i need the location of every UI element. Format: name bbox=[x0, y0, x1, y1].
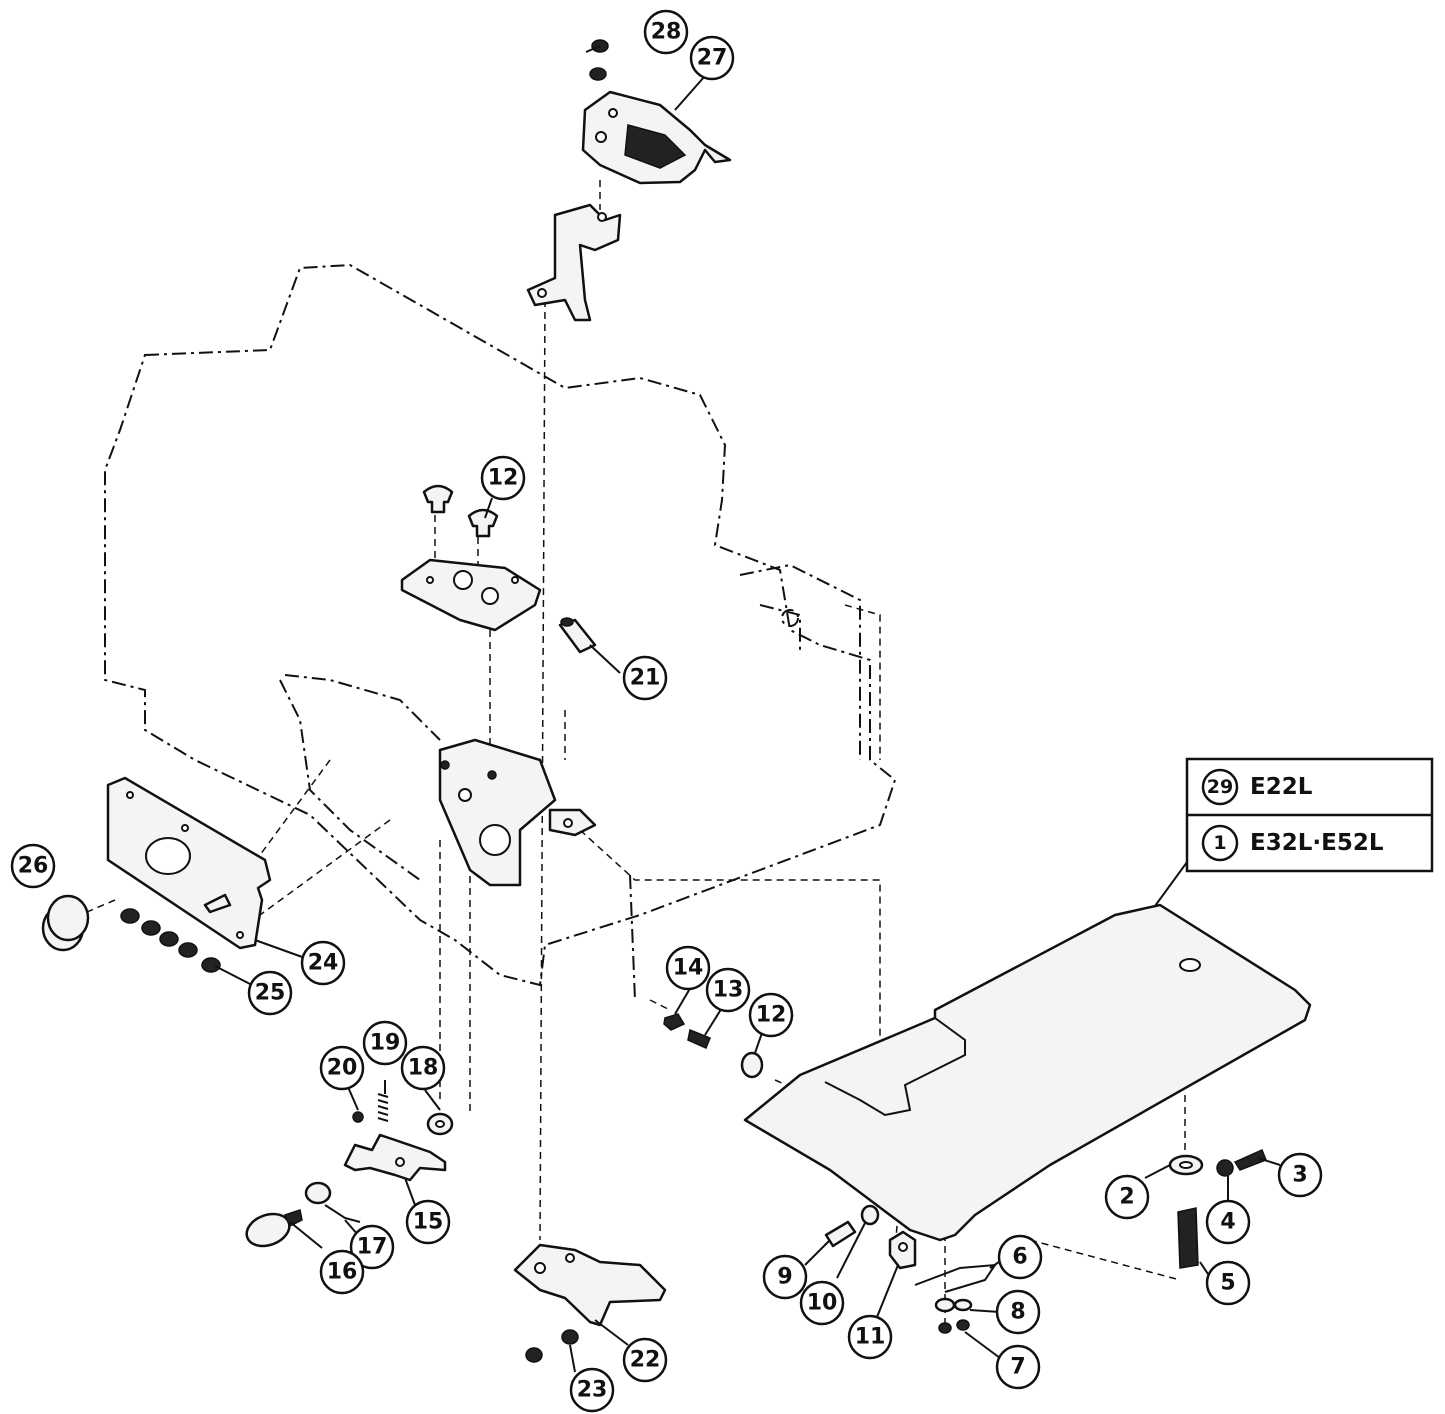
callout-5: 5 bbox=[1205, 1260, 1251, 1306]
callout-26: 26 bbox=[10, 843, 56, 889]
svg-text:9: 9 bbox=[777, 1265, 792, 1290]
svg-text:21: 21 bbox=[630, 666, 661, 691]
svg-text:13: 13 bbox=[713, 978, 744, 1003]
svg-text:10: 10 bbox=[807, 1291, 838, 1316]
callout-19: 19 bbox=[362, 1020, 408, 1066]
callout-24: 24 bbox=[300, 940, 346, 986]
screw-13 bbox=[687, 1028, 711, 1050]
screws-7 bbox=[938, 1319, 970, 1334]
callout-15: 15 bbox=[405, 1199, 451, 1245]
bracket-11 bbox=[888, 1230, 917, 1270]
svg-text:17: 17 bbox=[357, 1235, 388, 1260]
machine-body-outline bbox=[104, 263, 897, 1001]
callout-4: 4 bbox=[1205, 1199, 1251, 1245]
buttons-12 bbox=[422, 484, 499, 538]
callout-11: 11 bbox=[847, 1314, 893, 1360]
vertical-bracket bbox=[526, 203, 622, 322]
callout-10: 10 bbox=[799, 1280, 845, 1326]
svg-text:23: 23 bbox=[577, 1378, 608, 1403]
knob-16 bbox=[245, 1209, 303, 1248]
callout-23: 23 bbox=[569, 1367, 615, 1413]
callout-6: 6 bbox=[997, 1234, 1043, 1280]
ball-20 bbox=[352, 1111, 364, 1123]
callout-12b: 12 bbox=[748, 992, 794, 1038]
callout-13: 13 bbox=[705, 967, 751, 1013]
svg-text:29: 29 bbox=[1207, 776, 1233, 798]
svg-text:3: 3 bbox=[1292, 1163, 1307, 1188]
svg-text:25: 25 bbox=[255, 981, 286, 1006]
svg-text:5: 5 bbox=[1220, 1271, 1235, 1296]
callout-7: 7 bbox=[995, 1344, 1041, 1390]
cap-26 bbox=[41, 894, 90, 952]
svg-text:27: 27 bbox=[697, 46, 728, 71]
callout-8: 8 bbox=[995, 1289, 1041, 1335]
model-legend: 29 E22L 1 E32L·E52L bbox=[1185, 757, 1434, 873]
button-12b bbox=[740, 1051, 764, 1079]
pin-21 bbox=[558, 617, 597, 654]
svg-text:12: 12 bbox=[488, 466, 519, 491]
washers-8 bbox=[934, 1297, 973, 1313]
callout-16: 16 bbox=[319, 1249, 365, 1295]
svg-text:E22L: E22L bbox=[1250, 774, 1313, 800]
washer-10 bbox=[860, 1204, 880, 1226]
washer-2 bbox=[1168, 1154, 1204, 1176]
svg-text:8: 8 bbox=[1010, 1300, 1025, 1325]
callout-25: 25 bbox=[247, 970, 293, 1016]
svg-text:28: 28 bbox=[651, 20, 682, 45]
screws-25 bbox=[120, 908, 221, 973]
svg-text:1: 1 bbox=[1213, 832, 1226, 854]
svg-text:22: 22 bbox=[630, 1348, 661, 1373]
callout-18: 18 bbox=[400, 1045, 446, 1091]
svg-text:19: 19 bbox=[370, 1031, 401, 1056]
svg-text:11: 11 bbox=[855, 1325, 886, 1350]
spring-19 bbox=[377, 1093, 389, 1122]
svg-text:18: 18 bbox=[408, 1056, 439, 1081]
svg-text:14: 14 bbox=[673, 956, 704, 981]
svg-text:16: 16 bbox=[327, 1260, 358, 1285]
lever-15 bbox=[343, 1133, 447, 1182]
pin-9 bbox=[824, 1220, 857, 1248]
callout-9: 9 bbox=[762, 1254, 808, 1300]
side-plate-24 bbox=[106, 776, 272, 950]
svg-text:26: 26 bbox=[18, 854, 49, 879]
svg-text:24: 24 bbox=[308, 951, 339, 976]
needle-bar-block bbox=[438, 738, 597, 887]
callout-12: 12 bbox=[480, 455, 526, 501]
legend-row-e22l: 29 E22L bbox=[1201, 768, 1313, 806]
callout-connectors bbox=[214, 45, 1281, 1373]
cover-plate-27 bbox=[581, 90, 732, 185]
ball-4 bbox=[1216, 1159, 1234, 1177]
callout-14: 14 bbox=[665, 945, 711, 991]
callout-22: 22 bbox=[622, 1337, 668, 1383]
svg-text:12: 12 bbox=[756, 1003, 787, 1028]
svg-text:4: 4 bbox=[1220, 1210, 1235, 1235]
svg-text:20: 20 bbox=[327, 1056, 358, 1081]
svg-text:7: 7 bbox=[1010, 1355, 1025, 1380]
cover-22 bbox=[513, 1243, 667, 1327]
callout-3: 3 bbox=[1277, 1152, 1323, 1198]
spring-17 bbox=[304, 1181, 361, 1223]
nut-14 bbox=[663, 1013, 686, 1031]
svg-text:2: 2 bbox=[1119, 1185, 1134, 1210]
screws-23 bbox=[525, 1329, 579, 1363]
washer-18 bbox=[426, 1112, 454, 1136]
spring-6 bbox=[914, 1263, 997, 1293]
callout-21: 21 bbox=[622, 655, 668, 701]
svg-text:6: 6 bbox=[1012, 1245, 1027, 1270]
legend-row-e32l-e52l: 1 E32L·E52L bbox=[1201, 824, 1384, 862]
svg-text:15: 15 bbox=[413, 1210, 444, 1235]
feed-plate-block bbox=[400, 558, 542, 632]
bed-plate-1 bbox=[743, 903, 1312, 1242]
svg-text:E32L·E52L: E32L·E52L bbox=[1250, 830, 1384, 856]
callout-27: 27 bbox=[689, 35, 735, 81]
spring-5 bbox=[1177, 1207, 1199, 1269]
callout-2: 2 bbox=[1104, 1174, 1150, 1220]
callout-28: 28 bbox=[643, 9, 689, 55]
callout-20: 20 bbox=[319, 1045, 365, 1091]
callout-17: 17 bbox=[349, 1224, 395, 1270]
